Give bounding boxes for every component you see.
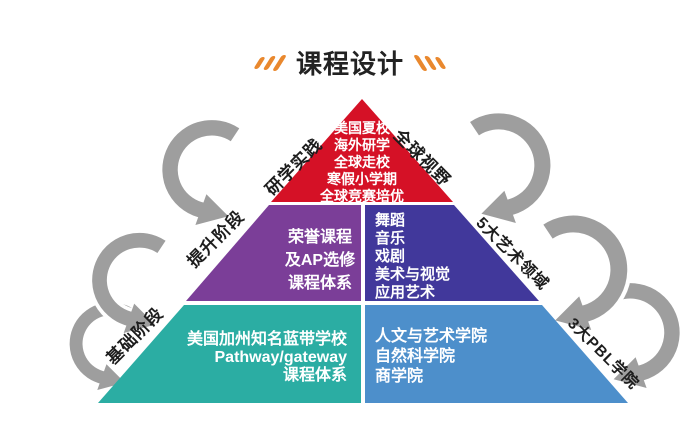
cycle-arrow-right-middle xyxy=(541,211,632,330)
course-item: 寒假小学期 xyxy=(327,171,397,187)
course-item: 人文与艺术学院 xyxy=(375,328,488,345)
course-item: 课程体系 xyxy=(282,367,347,384)
course-item: 及AP选修 xyxy=(284,252,356,269)
page-title: 课程设计 xyxy=(295,49,404,79)
course-item: 全球走校 xyxy=(334,154,390,170)
middle-right-course-list: 舞蹈 音乐 戏剧 美术与视觉 应用艺术 xyxy=(375,212,450,302)
bottom-right-course-list: 人文与艺术学院 自然科学院 商学院 xyxy=(375,327,487,387)
bottom-left-course-list: 美国加州知名蓝带学校 Pathway/gateway 课程体系 xyxy=(177,331,347,385)
cycle-arrow-right-top xyxy=(467,109,555,223)
pyramid-top-level xyxy=(271,99,453,202)
course-item: 舞蹈 xyxy=(375,212,406,229)
course-item: 荣誉课程 xyxy=(287,229,352,246)
pyramid-middle-right-section xyxy=(365,205,539,301)
top-level-course-list: 美国夏校 海外研学 全球走校 寒假小学期 全球竞赛培优 xyxy=(272,120,452,205)
pyramid-bottom-right-section xyxy=(365,305,628,403)
course-item: 海外研学 xyxy=(334,137,390,153)
course-item: 美术与视觉 xyxy=(375,266,451,283)
course-item: 戏剧 xyxy=(375,248,406,265)
course-item: 音乐 xyxy=(375,230,406,247)
course-item: 课程体系 xyxy=(287,275,352,292)
course-item: 自然科学院 xyxy=(375,348,456,365)
title-row: 课程设计 xyxy=(0,44,700,81)
cycle-arrow-left-middle xyxy=(88,229,168,333)
course-item: 美国夏校 xyxy=(334,120,390,136)
course-item: 应用艺术 xyxy=(375,284,436,301)
course-item: 全球竞赛培优 xyxy=(320,188,404,204)
pyramid-bottom-left-section xyxy=(98,305,361,403)
course-item: Pathway/gateway xyxy=(214,349,348,366)
course-item: 美国加州知名蓝带学校 xyxy=(186,331,347,348)
pyramid-middle-left-section xyxy=(186,205,361,301)
middle-left-course-list: 荣誉课程 及AP选修 课程体系 xyxy=(250,226,390,295)
cycle-arrow-left-top xyxy=(158,116,242,225)
course-item: 商学院 xyxy=(375,368,424,385)
